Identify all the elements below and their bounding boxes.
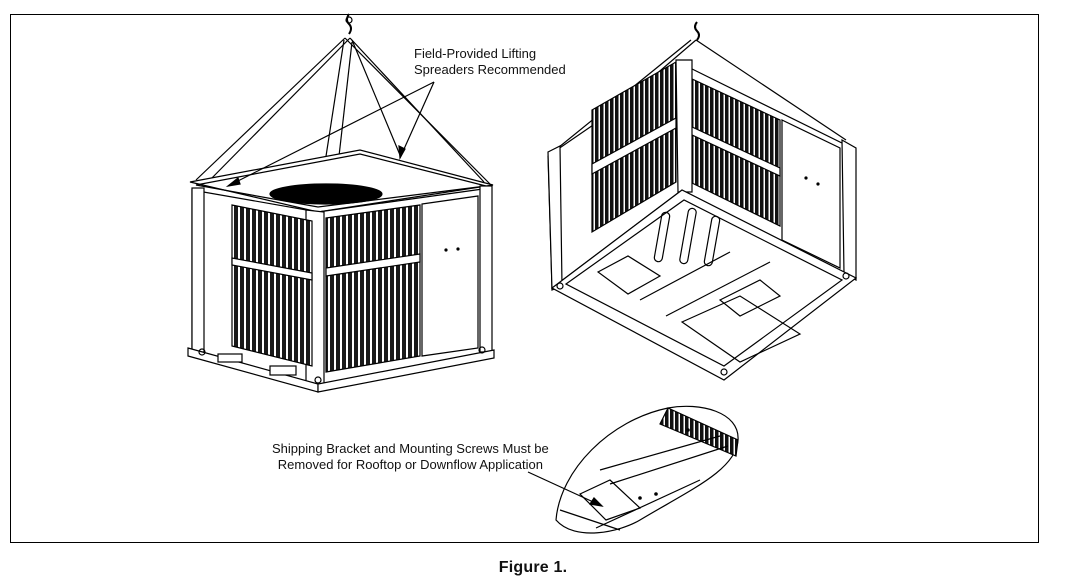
bracket-callout-arrow	[527, 471, 604, 507]
spreader-callout-arrows	[225, 81, 435, 187]
bracket-callout-line1: Shipping Bracket and Mounting Screws Mus…	[272, 441, 549, 456]
figure-frame	[10, 14, 1039, 543]
spreaders-callout-line1: Field-Provided Lifting	[414, 46, 537, 61]
bracket-callout-line2: Removed for Rooftop or Downflow Applicat…	[277, 457, 543, 472]
shipping-bracket-detail	[555, 405, 739, 534]
figure-caption: Figure 1.	[498, 559, 568, 576]
rooftop-unit-lifted	[187, 13, 495, 393]
spreaders-callout-text: Field-Provided Lifting Spreaders Recomme…	[414, 46, 566, 78]
rooftop-unit-underside	[547, 21, 858, 381]
spreaders-callout-line2: Spreaders Recommended	[414, 62, 566, 77]
bracket-callout-text: Shipping Bracket and Mounting Screws Mus…	[272, 441, 549, 473]
